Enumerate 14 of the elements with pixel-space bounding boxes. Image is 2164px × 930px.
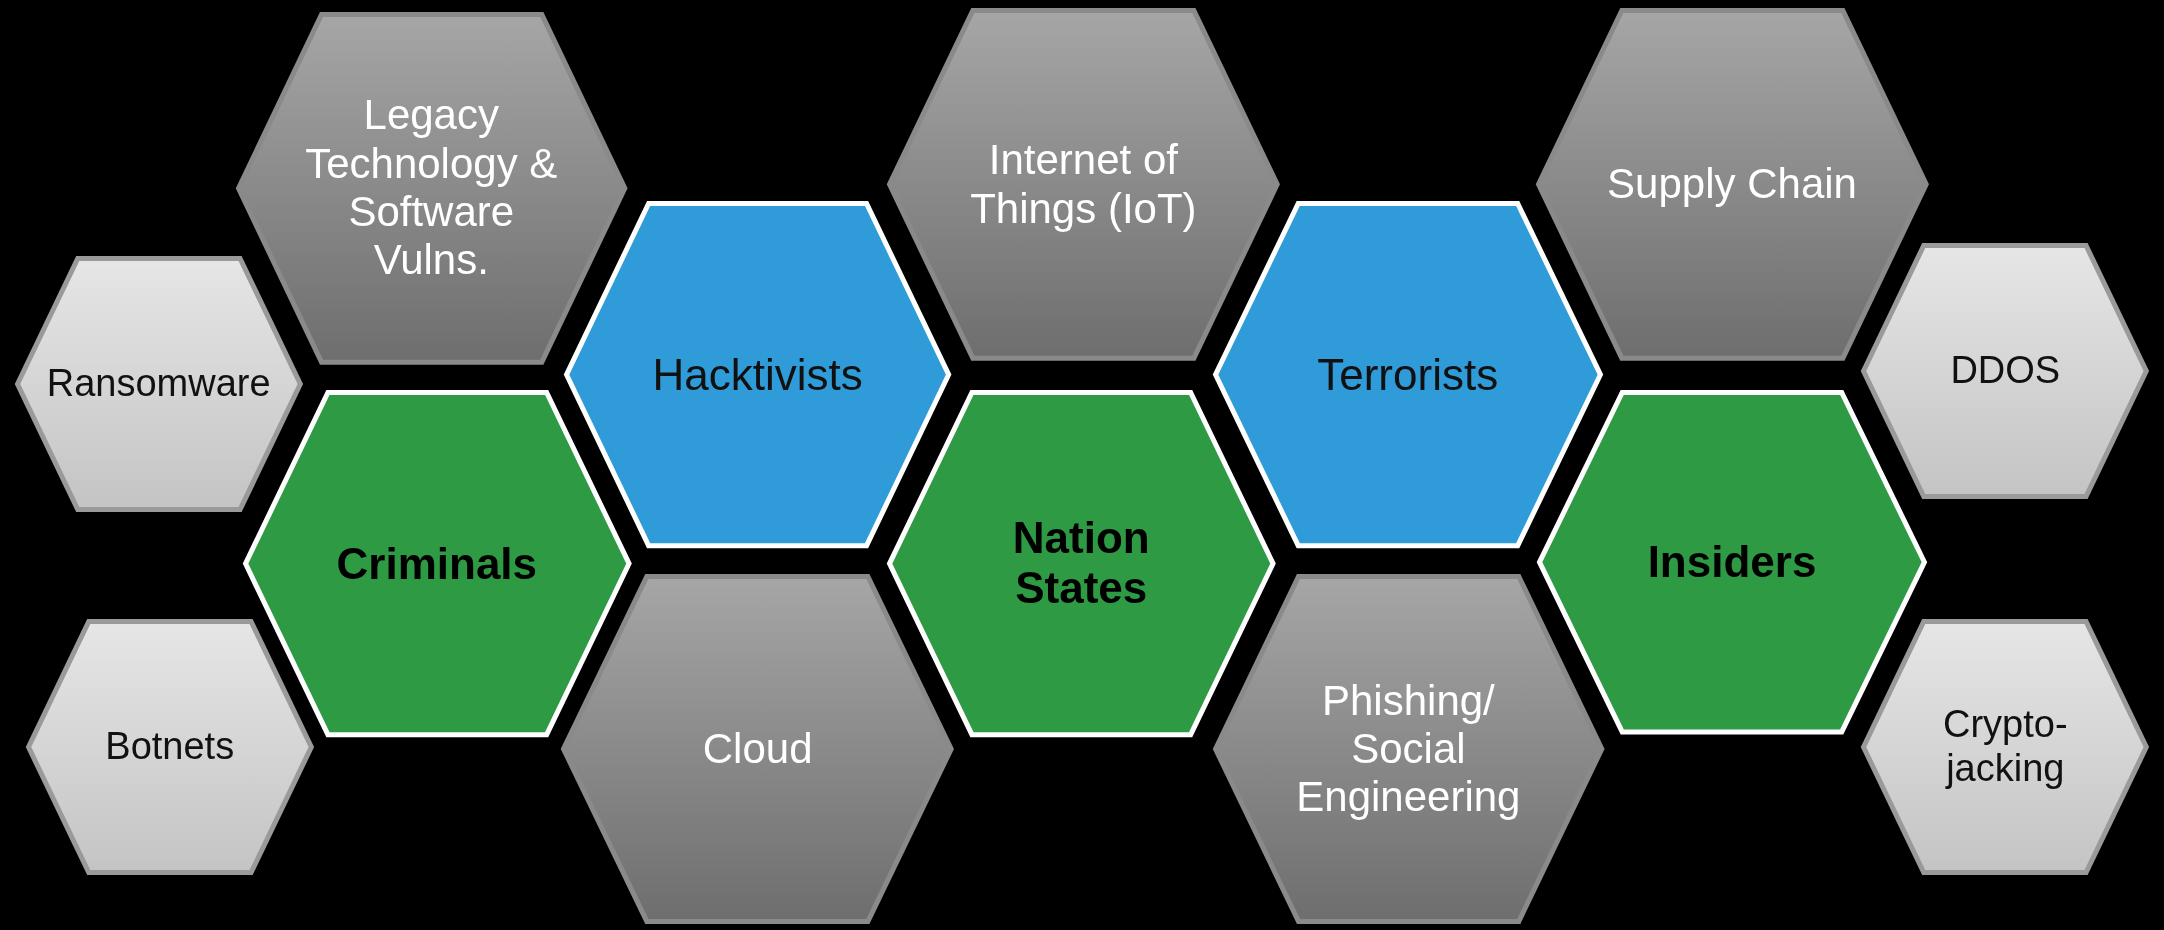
hexagon-label: Terrorists bbox=[1316, 349, 1500, 400]
hexagon-label: Insiders bbox=[1646, 537, 1818, 588]
hexagon-label: Botnets bbox=[104, 725, 236, 770]
hexagon-label: Criminals bbox=[335, 538, 539, 590]
hexagon-label: Internet of Things (IoT) bbox=[969, 135, 1198, 233]
hexagon-label: DDOS bbox=[1949, 348, 2062, 393]
hexagon-label: Ransomware bbox=[45, 362, 272, 407]
hexagon-label: Phishing/ Social Engineering bbox=[1295, 676, 1522, 822]
hexagon-label: Cloud bbox=[701, 724, 814, 773]
hexagon-label: Legacy Technology & Software Vulns. bbox=[304, 91, 559, 285]
hexagon-label: Supply Chain bbox=[1606, 160, 1858, 209]
hexagon-label: Nation States bbox=[1011, 513, 1151, 615]
hexagon-label: Crypto-jacking bbox=[1942, 703, 2069, 791]
hexagon-label: Hacktivists bbox=[651, 349, 864, 400]
